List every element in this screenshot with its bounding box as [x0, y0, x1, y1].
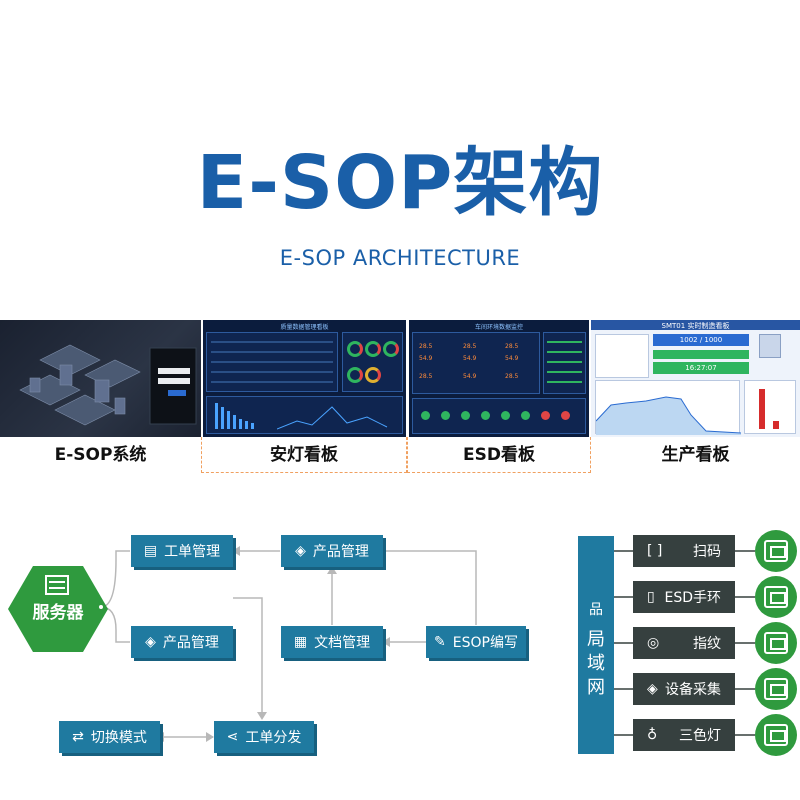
workstation-icon — [755, 622, 797, 664]
esd-values-panel: 28.5 54.9 28.5 54.9 28.5 54.9 28.5 54.9 … — [412, 332, 540, 394]
esd-value-6: 54.9 — [505, 355, 519, 362]
esd-value-7: 28.5 — [419, 373, 433, 380]
device-tri-light-label: 三色灯 — [679, 728, 721, 744]
thumbnail-esop-system[interactable] — [0, 320, 201, 437]
lan-bar: 品 局 域 网 — [578, 536, 614, 754]
fingerprint-icon: ◎ — [647, 635, 660, 651]
workstation-icon — [755, 714, 797, 756]
work-order-mgmt-box[interactable]: ▤ 工单管理 — [131, 535, 233, 567]
thumbnail-esd-board[interactable]: 车间环境数据监控 28.5 54.9 28.5 54.9 28.5 54.9 2… — [409, 320, 589, 437]
andon-chart-panel — [206, 396, 403, 434]
switch-icon: ⇄ — [72, 729, 84, 745]
switch-mode-box[interactable]: ⇄ 切换模式 — [59, 721, 160, 753]
device-collection[interactable]: ◈ 设备采集 — [633, 673, 735, 705]
workstation-icon — [755, 530, 797, 572]
device-scan-label: 扫码 — [693, 544, 721, 560]
product-mgmt-bottom-label: 产品管理 — [162, 635, 219, 651]
layers-icon: ◈ — [145, 634, 156, 650]
device-esd-band[interactable]: ▯ ESD手环 — [633, 581, 735, 613]
esd-value-5: 28.5 — [505, 343, 519, 350]
work-order-dispatch-box[interactable]: ⋖ 工单分发 — [214, 721, 314, 753]
document-icon: ▦ — [293, 634, 308, 650]
andon-table-panel — [206, 332, 338, 392]
server-label: 服务器 — [32, 603, 84, 623]
avatar — [759, 334, 781, 358]
workstation-icon — [755, 576, 797, 618]
switch-mode-label: 切换模式 — [90, 730, 147, 746]
esd-value-4: 54.9 — [463, 355, 477, 362]
product-mgmt-top-label: 产品管理 — [312, 544, 369, 560]
work-order-mgmt-label: 工单管理 — [164, 544, 221, 560]
wristband-icon: ▯ — [647, 589, 655, 605]
device-esd-label: ESD手环 — [664, 590, 721, 606]
product-mgmt-top-box[interactable]: ◈ 产品管理 — [281, 535, 383, 567]
esop-edit-label: ESOP编写 — [452, 635, 518, 651]
server-room-illustration — [19, 344, 197, 426]
thumbnail-label-esd: ESD看板 — [407, 437, 591, 473]
thumbnail-andon-board[interactable]: 质量数据管理看板 — [203, 320, 406, 437]
server-icon — [45, 575, 69, 595]
page-subtitle: E-SOP ARCHITECTURE — [279, 246, 521, 270]
esd-value-1: 28.5 — [419, 343, 433, 350]
network-icon: 品 — [589, 602, 603, 618]
device-tri-light[interactable]: ♁ 三色灯 — [633, 719, 735, 751]
esd-value-8: 54.9 — [463, 373, 477, 380]
doc-mgmt-label: 文档管理 — [314, 635, 371, 651]
layers-icon: ◈ — [295, 543, 306, 559]
esd-value-3: 28.5 — [463, 343, 477, 350]
edit-icon: ✎ — [434, 634, 446, 650]
thumbnail-label-esop: E-SOP系统 — [54, 445, 147, 465]
layers-icon: ◈ — [647, 681, 658, 697]
esd-list-panel — [543, 332, 586, 394]
andon-board-title: 质量数据管理看板 — [280, 324, 329, 331]
device-collection-label: 设备采集 — [665, 682, 721, 698]
device-scan[interactable]: [ ] 扫码 — [633, 535, 735, 567]
share-icon: ⋖ — [226, 729, 239, 745]
workstation-icon — [755, 668, 797, 710]
andon-gauge-panel — [342, 332, 403, 392]
esd-status-panel — [412, 398, 586, 434]
esd-board-title: 车间环境数据监控 — [474, 324, 523, 331]
production-board-title: SMT01 实时制造看板 — [661, 322, 730, 330]
thumbnail-label-andon: 安灯看板 — [201, 437, 407, 473]
server-connector-dot — [97, 603, 105, 611]
thumbnail-label-production: 生产看板 — [661, 445, 730, 465]
esd-value-9: 28.5 — [505, 373, 519, 380]
document-list-icon: ▤ — [143, 543, 158, 559]
page-title: E-SOP架构 — [196, 140, 604, 226]
scan-icon: [ ] — [647, 543, 663, 559]
doc-mgmt-box[interactable]: ▦ 文档管理 — [281, 626, 383, 658]
esop-edit-box[interactable]: ✎ ESOP编写 — [426, 626, 526, 658]
production-count: 1002 / 1000 — [653, 334, 749, 346]
device-fingerprint-label: 指纹 — [693, 636, 721, 652]
lan-char-3: 网 — [587, 677, 605, 698]
product-mgmt-bottom-box[interactable]: ◈ 产品管理 — [131, 626, 233, 658]
esd-value-2: 54.9 — [419, 355, 433, 362]
light-icon: ♁ — [647, 727, 658, 743]
lan-char-1: 局 — [587, 629, 605, 650]
production-time: 16:27:07 — [653, 362, 749, 374]
thumbnail-production-board[interactable]: SMT01 实时制造看板 1002 / 1000 16:27:07 — [591, 320, 800, 437]
device-fingerprint[interactable]: ◎ 指纹 — [633, 627, 735, 659]
work-order-dispatch-label: 工单分发 — [245, 730, 302, 746]
lan-char-2: 域 — [587, 653, 605, 674]
